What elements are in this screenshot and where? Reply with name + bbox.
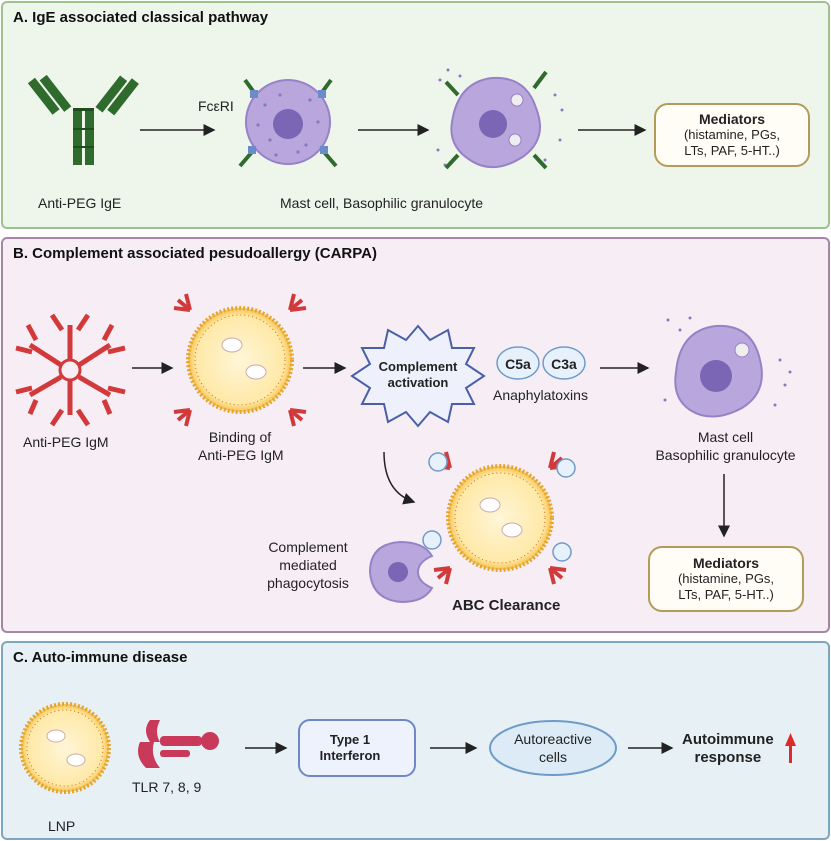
mediators-line1: (histamine, PGs,	[683, 127, 781, 142]
c3a-bubble	[542, 346, 586, 380]
igm-pentamer-icon	[15, 313, 126, 427]
tlr-receptor-icon	[138, 720, 219, 768]
degranulating-cell-b-icon	[663, 316, 792, 418]
binding-line1: Binding of	[208, 429, 272, 445]
lnp-opsonized-icon	[422, 451, 576, 585]
arrow-b5	[383, 451, 416, 505]
phago-line1: Complement	[268, 539, 348, 555]
anti-peg-igm-label: Anti-PEG IgM	[23, 434, 109, 450]
cell-b-line1: Mast cell	[697, 429, 754, 445]
resp-line2: response	[694, 749, 762, 766]
resp-line1: Autoimmune	[682, 731, 774, 748]
anaphylatoxins-label: Anaphylatoxins	[493, 387, 588, 403]
mediators-title: Mediators	[698, 111, 766, 127]
mediators-b-title: Mediators	[692, 555, 760, 571]
mediators-b-line1: (histamine, PGs,	[677, 571, 775, 586]
binding-label: Binding of Anti-PEG IgM	[198, 428, 284, 464]
complement-line1: Complement	[378, 359, 458, 374]
phagocytosis-label: Complement mediated phagocytosis	[258, 538, 358, 592]
ige-antibody-icon	[27, 74, 139, 165]
lnp-icon	[19, 702, 111, 794]
mediators-box-b: Mediators (histamine, PGs, LTs, PAF, 5-H…	[648, 546, 804, 612]
mast-cell-icon	[238, 78, 338, 168]
complement-activation-label: Complement activation	[366, 359, 470, 391]
binding-line2: Anti-PEG IgM	[198, 447, 284, 463]
panel-c-title: C. Auto-immune disease	[13, 649, 188, 666]
phago-line3: phagocytosis	[267, 575, 349, 591]
cell-b-line2: Basophilic granulocyte	[655, 447, 796, 463]
autoimmune-response-label: Autoimmune response	[682, 731, 774, 767]
fceri-label: FcεRI	[198, 98, 234, 114]
autoreactive-cells-label: Autoreactive cells	[493, 730, 613, 766]
panel-a-title: A. IgE associated classical pathway	[13, 9, 269, 26]
tlr-label: TLR 7, 8, 9	[132, 779, 202, 795]
auto-line2: cells	[538, 749, 567, 765]
mast-cell-b-label: Mast cell Basophilic granulocyte	[648, 428, 803, 464]
lnp-bound-igm-icon	[173, 293, 307, 427]
anti-peg-ige-label: Anti-PEG IgE	[38, 195, 122, 211]
phagocyte-icon	[368, 540, 434, 604]
mast-cell-label: Mast cell, Basophilic granulocyte	[280, 195, 484, 211]
ifn-line1: Type 1	[329, 732, 371, 747]
lnp-label: LNP	[48, 818, 76, 834]
abc-clearance-label: ABC Clearance	[452, 597, 561, 614]
autoreactive-oval	[489, 720, 617, 776]
c5a-bubble	[496, 346, 540, 380]
c3a-label: C3a	[551, 356, 577, 372]
panel-b-title: B. Complement associated pesudoallergy (…	[13, 245, 377, 262]
phago-line2: mediated	[279, 557, 337, 573]
up-arrow-icon	[785, 733, 796, 763]
complement-starburst-icon	[350, 324, 486, 428]
degranulating-cell-icon	[436, 68, 564, 170]
auto-line1: Autoreactive	[514, 731, 592, 747]
complement-line2: activation	[387, 375, 449, 390]
mediators-b-line2: LTs, PAF, 5-HT..)	[678, 587, 774, 602]
mediators-box-a: Mediators (histamine, PGs, LTs, PAF, 5-H…	[654, 103, 810, 167]
type1-interferon-box: Type 1 Interferon	[298, 719, 416, 777]
mediators-line2: LTs, PAF, 5-HT..)	[684, 143, 780, 158]
c5a-label: C5a	[505, 356, 531, 372]
ifn-line2: Interferon	[319, 748, 381, 763]
